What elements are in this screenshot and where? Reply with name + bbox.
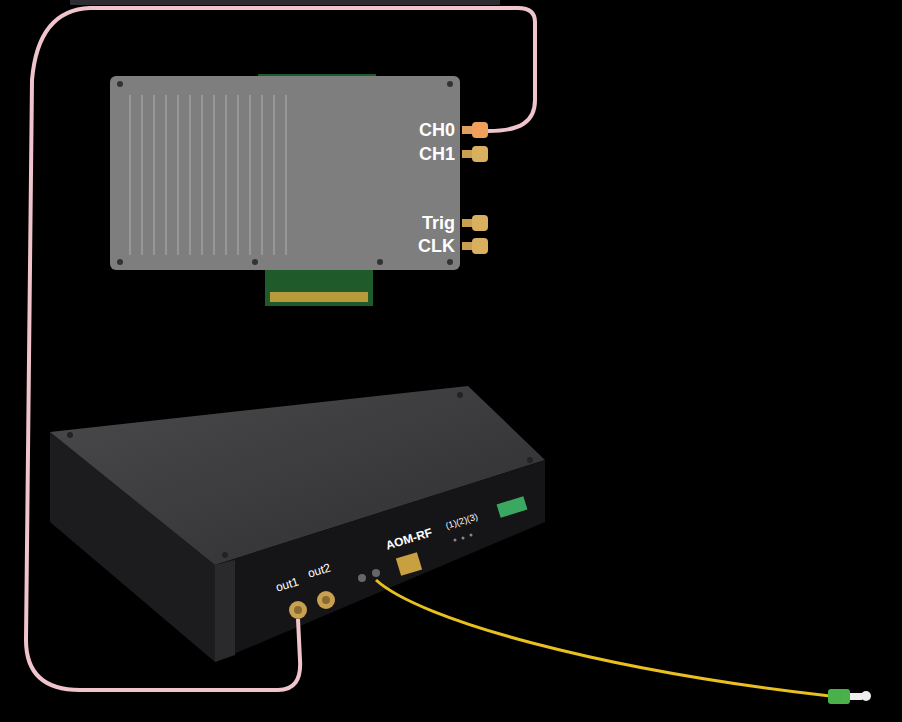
channel-label: CH0 bbox=[419, 121, 455, 139]
coax-cable bbox=[26, 8, 535, 690]
pcie-card bbox=[110, 74, 488, 306]
sma-port bbox=[289, 591, 335, 619]
optical-fiber bbox=[376, 580, 830, 696]
channel-label: Trig bbox=[422, 214, 455, 232]
sma-port bbox=[462, 122, 488, 254]
top-bar bbox=[70, 0, 500, 5]
aom-connector bbox=[396, 552, 422, 576]
channel-label: CLK bbox=[418, 237, 455, 255]
fiber-connector bbox=[828, 689, 871, 704]
channel-label: CH1 bbox=[419, 145, 455, 163]
power-terminal bbox=[497, 496, 528, 518]
